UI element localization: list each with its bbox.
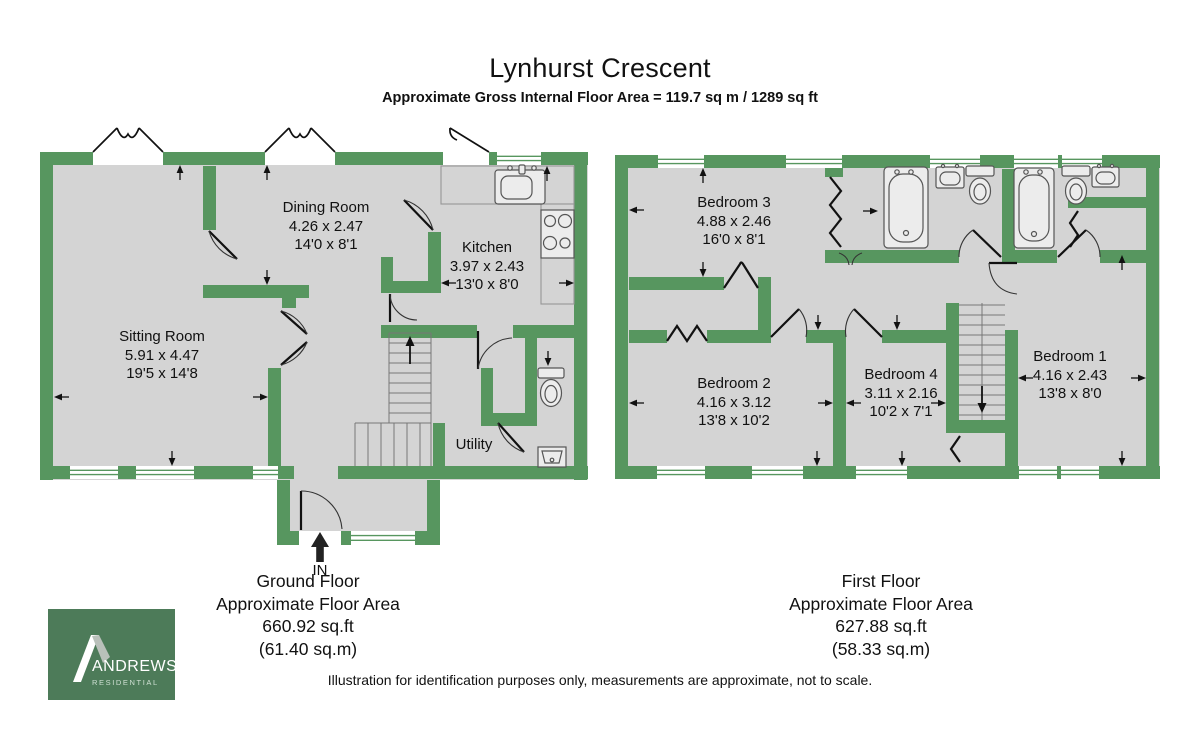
room-label-bedroom-3: Bedroom 3 4.88 x 2.46 16'0 x 8'1 [696,194,772,248]
room-label-utility: Utility [455,436,493,453]
entrance-arrow-icon [311,532,329,562]
window-openings [70,152,1102,545]
room-label-sitting-room: Sitting Room 5.91 x 4.47 19'5 x 14'8 [119,328,205,382]
sink-icon [494,164,546,205]
toilet-icon [1061,165,1091,205]
basin-icon [537,446,567,468]
room-label-dining-room: Dining Room 4.26 x 2.47 14'0 x 8'1 [282,199,370,253]
page-subtitle: Approximate Gross Internal Floor Area = … [382,90,818,106]
page-title: Lynhurst Crescent [489,53,711,83]
toilet-icon [965,165,995,205]
logo-brand-name: ANDREWS [92,658,175,675]
room-label-kitchen: Kitchen 3.97 x 2.43 13'0 x 8'0 [449,239,525,293]
door-leaves [208,176,1087,530]
bathtub-icon [883,166,929,249]
first-floor-caption: First Floor Approximate Floor Area 627.8… [789,571,973,659]
ground-floor-caption: Ground Floor Approximate Floor Area 660.… [216,571,400,659]
entrance-label: IN [312,562,328,579]
door-arcs [208,199,1101,530]
stair-direction-arrows [405,336,987,413]
sink-icon [1091,163,1120,188]
stove-icon [540,209,575,259]
sink-icon [935,163,965,189]
bay-window-icon [92,127,490,153]
fixtures [494,163,1120,468]
toilet-icon [537,367,565,408]
room-label-bedroom-4: Bedroom 4 3.11 x 2.16 10'2 x 7'1 [864,366,938,420]
bathtub-icon [1013,167,1055,249]
room-label-bedroom-1: Bedroom 1 4.16 x 2.43 13'8 x 8'0 [1032,348,1108,402]
logo-tagline: RESIDENTIAL [92,678,159,687]
brand-logo: ANDREWS RESIDENTIAL [48,609,177,700]
room-label-bedroom-2: Bedroom 2 4.16 x 3.12 13'8 x 10'2 [696,375,772,429]
disclaimer-text: Illustration for identification purposes… [327,672,873,688]
logo-roof-icon: ANDREWS RESIDENTIAL [73,635,177,687]
